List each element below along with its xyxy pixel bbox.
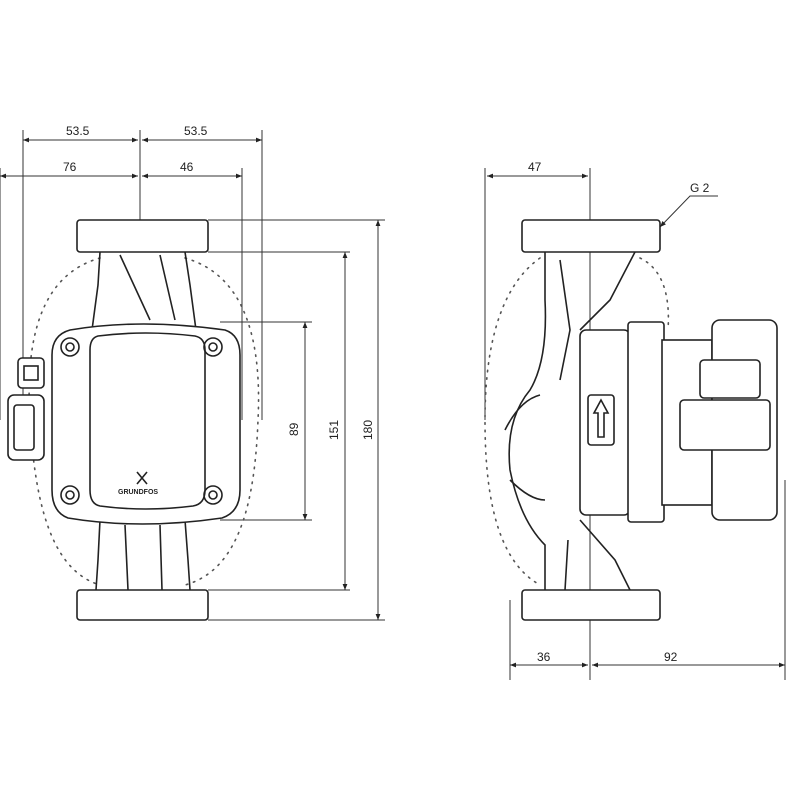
thread-label-g2: G 2 (690, 181, 710, 195)
dim-92: 92 (664, 650, 678, 664)
dim-47: 47 (528, 160, 542, 174)
dim-151: 151 (327, 420, 341, 440)
dim-180: 180 (361, 420, 375, 440)
dim-46: 46 (180, 160, 194, 174)
dim-76: 76 (63, 160, 77, 174)
side-top-flange (521, 219, 661, 253)
side-bottom-flange (521, 589, 661, 621)
grundfos-logo-icon (136, 471, 148, 485)
dim-53-5-right: 53.5 (184, 124, 208, 138)
signal-connector (17, 357, 45, 389)
bottom-flange (76, 589, 209, 621)
dim-89: 89 (287, 422, 301, 436)
front-view: 53.5 53.5 76 46 89 151 180 GRUNDFOS (0, 124, 385, 621)
dim-53-5-left: 53.5 (66, 124, 90, 138)
side-view: 47 36 92 G 2 (484, 160, 786, 680)
power-connector (7, 394, 45, 461)
flow-direction-arrow-icon (587, 394, 615, 446)
top-flange (76, 219, 209, 253)
dim-36: 36 (537, 650, 551, 664)
logo-text: GRUNDFOS (118, 489, 158, 496)
